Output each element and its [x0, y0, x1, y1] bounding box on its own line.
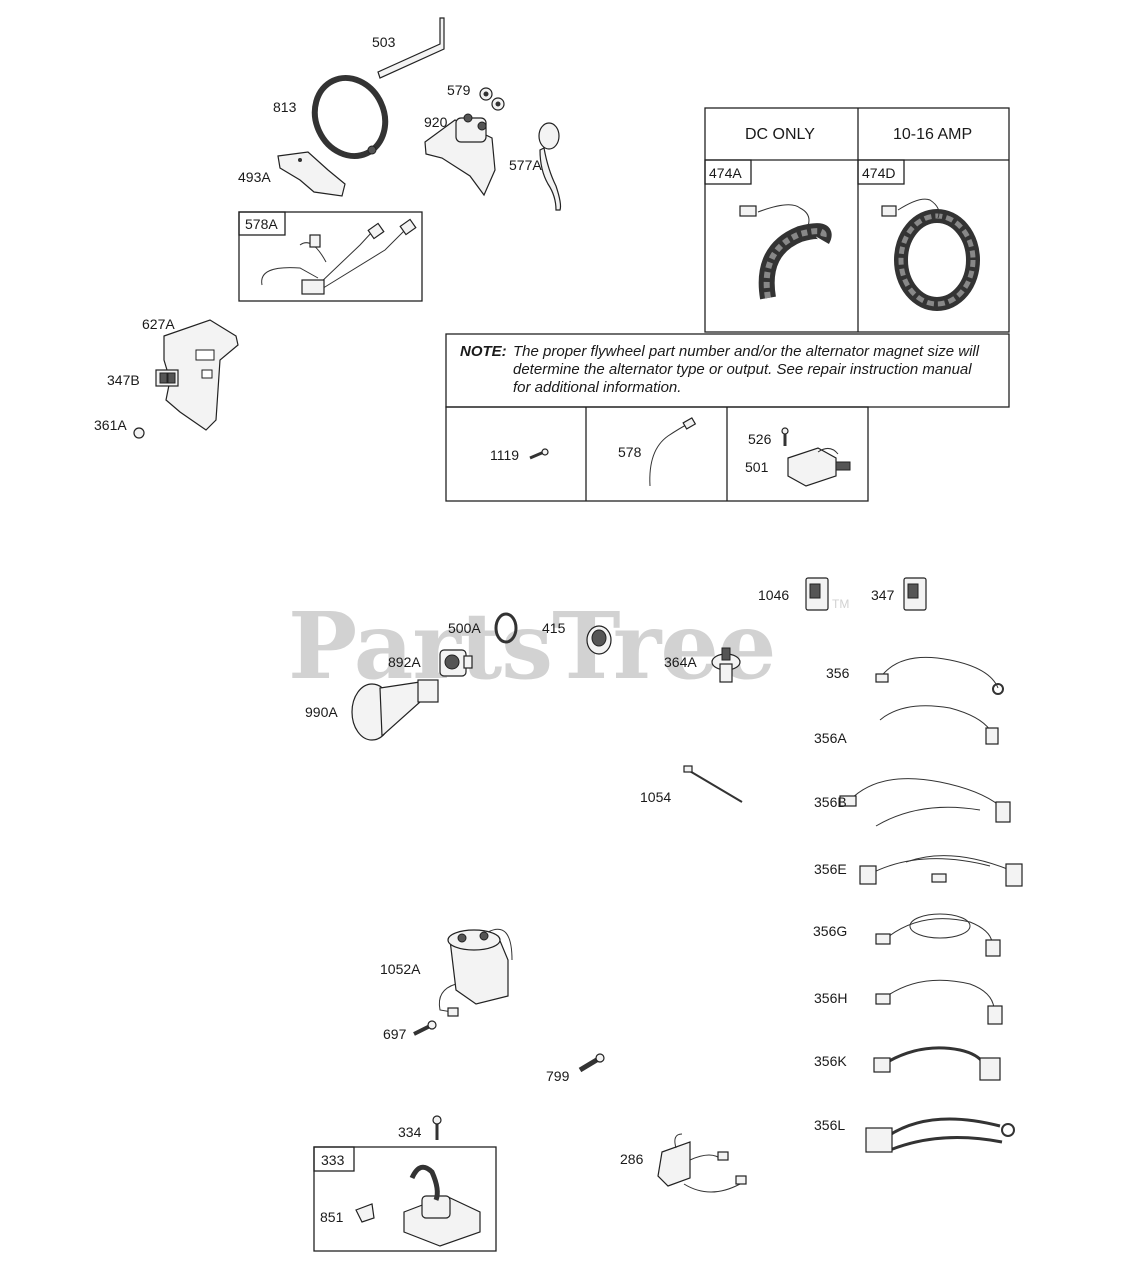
label-799: 799	[546, 1068, 570, 1084]
label-892A: 892A	[388, 654, 421, 670]
part-361A-screw	[133, 427, 145, 439]
part-333-coil	[403, 1164, 481, 1247]
label-334: 334	[398, 1124, 422, 1140]
part-500A-washer	[494, 612, 518, 644]
header-10-16-amp: 10-16 AMP	[893, 126, 972, 143]
label-356L: 356L	[814, 1117, 845, 1133]
note-line-1: The proper flywheel part number and/or t…	[513, 343, 980, 360]
label-347: 347	[871, 587, 895, 603]
label-286: 286	[620, 1151, 644, 1167]
label-474A: 474A	[709, 165, 742, 181]
part-356A-wire	[879, 705, 999, 745]
part-503-strap	[377, 17, 445, 79]
box-333-tag	[313, 1146, 355, 1172]
part-577A-boot	[538, 122, 562, 211]
part-415-cap	[586, 625, 612, 655]
label-356H: 356H	[814, 990, 847, 1006]
part-474D-stator	[881, 198, 980, 311]
note-lead: NOTE:	[460, 343, 507, 360]
label-578: 578	[618, 444, 642, 460]
part-1052A-solenoid	[438, 928, 513, 1017]
label-577A: 577A	[509, 157, 542, 173]
part-851-clip	[355, 1203, 375, 1223]
header-dc-only: DC ONLY	[745, 126, 815, 143]
label-990A: 990A	[305, 704, 338, 720]
part-493A-bracket	[277, 151, 346, 197]
label-356E: 356E	[814, 861, 847, 877]
label-920: 920	[424, 114, 448, 130]
label-851: 851	[320, 1209, 344, 1225]
part-526-screw	[781, 427, 789, 446]
box-578A	[238, 211, 423, 302]
label-356K: 356K	[814, 1053, 847, 1069]
part-697-screw	[413, 1020, 437, 1036]
label-579: 579	[447, 82, 471, 98]
label-813: 813	[273, 99, 297, 115]
label-356A: 356A	[814, 730, 847, 746]
box-333	[313, 1146, 497, 1252]
label-578A: 578A	[245, 216, 278, 232]
label-415: 415	[542, 620, 566, 636]
part-356H-wire	[875, 979, 1003, 1025]
part-579-nuts	[479, 87, 505, 111]
note-line-3: for additional information.	[513, 379, 681, 396]
part-813-band	[311, 75, 389, 159]
part-799-stud	[578, 1053, 605, 1073]
watermark-tm: TM	[832, 597, 849, 611]
label-1052A: 1052A	[380, 961, 421, 977]
part-501-regulator	[787, 447, 851, 487]
part-356B-wire	[839, 778, 1011, 827]
part-347-switch	[903, 577, 927, 611]
label-1046: 1046	[758, 587, 789, 603]
watermark: PartsTree	[288, 592, 775, 700]
part-334-screw	[432, 1115, 442, 1140]
part-920-solenoid	[424, 113, 496, 197]
alternator-table	[704, 107, 1010, 333]
label-493A: 493A	[238, 169, 271, 185]
box-578A-tag	[238, 211, 286, 236]
label-500A: 500A	[448, 620, 481, 636]
part-356G-wire	[875, 913, 1001, 957]
part-627A-bracket	[163, 319, 239, 431]
part-892A-socket	[439, 649, 473, 677]
label-347B: 347B	[107, 372, 140, 388]
part-347B-switch	[155, 369, 179, 387]
label-627A: 627A	[142, 316, 175, 332]
label-503: 503	[372, 34, 396, 50]
label-361A: 361A	[94, 417, 127, 433]
part-1119-screw	[529, 448, 549, 460]
label-333: 333	[321, 1152, 345, 1168]
part-356-wire	[875, 656, 1004, 695]
part-1046-switch	[805, 577, 829, 611]
part-990A-lighter	[351, 679, 439, 741]
label-356B: 356B	[814, 794, 847, 810]
label-356: 356	[826, 665, 850, 681]
part-356K-wire	[873, 1046, 1001, 1081]
part-474A-stator	[739, 204, 832, 300]
label-356G: 356G	[813, 923, 847, 939]
label-474D: 474D	[862, 165, 895, 181]
part-356E-wire	[859, 855, 1023, 887]
label-364A: 364A	[664, 654, 697, 670]
part-578-wire	[649, 417, 697, 487]
part-356L-wire	[865, 1117, 1015, 1153]
label-526: 526	[748, 431, 772, 447]
part-364A-sensor	[711, 647, 741, 683]
label-1054: 1054	[640, 789, 671, 805]
note-line-2: determine the alternator type or output.…	[513, 361, 972, 378]
label-697: 697	[383, 1026, 407, 1042]
label-1119: 1119	[490, 447, 519, 463]
parts-row-table	[445, 406, 869, 502]
part-578A-harness	[261, 218, 417, 295]
label-501: 501	[745, 459, 769, 475]
part-286-module	[657, 1133, 747, 1193]
part-1054-tie	[683, 765, 743, 803]
